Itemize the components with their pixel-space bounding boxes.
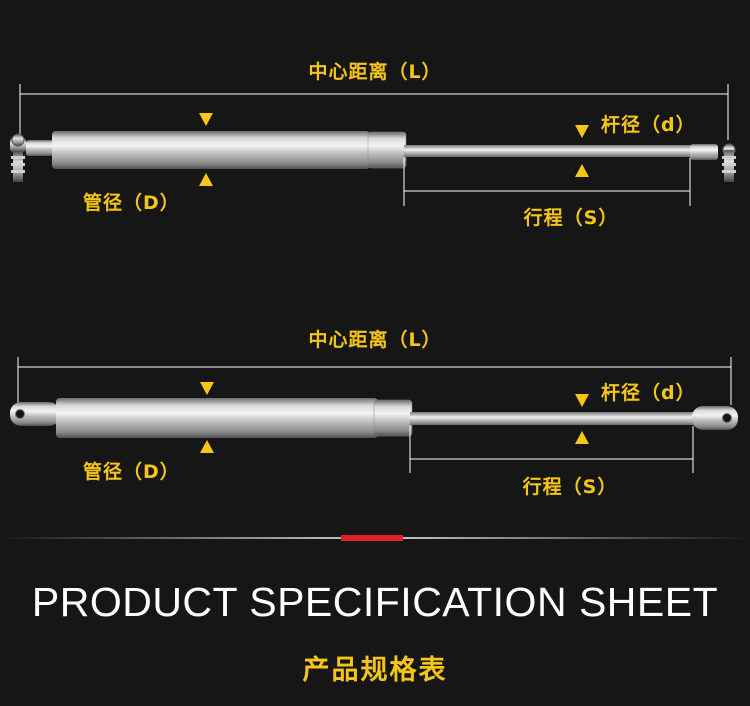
cylinder-tube (56, 398, 378, 438)
center-distance-label: 中心距离（L） (308, 60, 441, 83)
tube-diameter-arrow-top (199, 113, 213, 126)
center-distance-dimension (19, 84, 729, 140)
piston-rod (410, 412, 695, 425)
rod-diameter-arrow-bottom (575, 431, 589, 444)
right-end-fitting (690, 143, 736, 182)
stroke-dimension (403, 158, 691, 206)
stroke-label: 行程（S） (522, 475, 618, 498)
rod-diameter-arrow-bottom (575, 164, 589, 177)
right-eyelet-fitting (692, 406, 738, 430)
diagram-bottom: 中心距离（L） 管径（D） 杆径（d） 行程（S） (10, 328, 738, 498)
stroke-label: 行程（S） (523, 206, 619, 229)
tube-diameter-arrow-top (200, 382, 214, 395)
page-title: PRODUCT SPECIFICATION SHEET (31, 579, 719, 625)
center-distance-dimension (17, 357, 732, 405)
tube-diameter-arrow-bottom (199, 173, 213, 186)
rod-diameter-label: 杆径（d） (601, 381, 696, 404)
divider-highlight (341, 535, 403, 541)
tube-end-cap (367, 131, 407, 169)
center-distance-label: 中心距离（L） (308, 328, 441, 351)
left-end-fitting (10, 133, 54, 182)
page-subtitle: 产品规格表 (302, 655, 448, 686)
rod-diameter-arrow-top (575, 394, 589, 407)
cylinder-tube (52, 131, 370, 169)
tube-diameter-arrow-bottom (200, 440, 214, 453)
tube-diameter-label: 管径（D） (83, 460, 180, 483)
left-eyelet-fitting (10, 402, 60, 426)
rod-diameter-label: 杆径（d） (601, 113, 696, 136)
section-divider (0, 535, 750, 541)
tube-end-cap (373, 399, 413, 437)
rod-diameter-arrow-top (575, 125, 589, 138)
tube-diameter-label: 管径（D） (83, 191, 180, 214)
piston-rod (404, 145, 694, 157)
stroke-dimension (409, 426, 694, 473)
diagram-top: 中心距离（L） 管径（D） (10, 60, 736, 229)
